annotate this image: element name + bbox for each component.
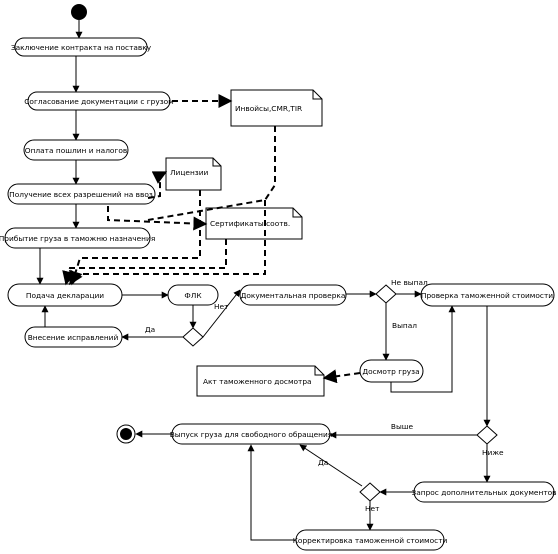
action-value-check-label: Проверка таможенной стоимости <box>421 291 553 300</box>
note-certificates-label: Сертификаты соотв. <box>210 219 290 228</box>
edge-flk-no <box>202 289 241 338</box>
action-inspection-label: Досмотр груза <box>362 367 419 376</box>
action-release-label: Выпуск груза для свободного обращения <box>170 430 333 439</box>
flow-permits-certificates <box>107 206 208 231</box>
action-corrections: Внесение исправлений <box>24 326 123 348</box>
decision-value <box>476 425 498 445</box>
action-corrections-label: Внесение исправлений <box>28 333 119 342</box>
edge-adjust-release <box>247 444 296 541</box>
action-flk-label: ФЛК <box>184 291 202 300</box>
note-certificates: Сертификаты соотв. <box>205 207 303 240</box>
action-agree-docs-label: Согласование документации с грузом <box>24 97 173 106</box>
decision-selected <box>375 284 397 304</box>
flow-permits-licenses <box>147 171 168 199</box>
edge-inspection-valuecheck <box>390 305 456 393</box>
final-node <box>116 424 136 444</box>
action-doc-check-label: Документальная проверка <box>241 291 346 300</box>
action-pay-duties: Оплата пошлин и налогов <box>23 139 129 161</box>
action-release: Выпуск груза для свободного обращения <box>170 423 333 445</box>
action-permits-label: Получение всех разрешений на ввоз <box>9 190 153 199</box>
guard-not-selected: Не выпал <box>391 278 428 287</box>
decision-adjust <box>359 482 381 502</box>
action-declaration-label: Подача декларации <box>26 291 104 300</box>
note-licenses: Лицензии <box>165 157 222 191</box>
action-pay-duties-label: Оплата пошлин и налогов <box>25 146 127 155</box>
action-contract-label: Заключение контракта на поставку <box>11 43 152 52</box>
action-value-check: Проверка таможенной стоимости <box>420 283 555 307</box>
action-permits: Получение всех разрешений на ввоз <box>7 183 156 205</box>
action-flk: ФЛК <box>167 284 219 306</box>
guard-no: Нет <box>214 302 229 311</box>
action-arrival: Прибытие груза в таможню назначения <box>0 227 155 249</box>
flow-certificates-declaration <box>62 239 227 286</box>
action-declaration: Подача декларации <box>7 283 123 307</box>
note-invoice: Инвойсы,CMR,TIR <box>230 89 323 127</box>
action-arrival-label: Прибытие груза в таможню назначения <box>0 234 155 243</box>
initial-node <box>71 4 87 20</box>
note-invoice-label: Инвойсы,CMR,TIR <box>235 104 302 113</box>
action-value-adjust-label: Корректировка таможенной стоимости <box>293 536 448 545</box>
flow-inspection-act <box>322 369 361 384</box>
action-contract: Заключение контракта на поставку <box>11 37 152 57</box>
action-request-docs: Запрос дополнительных документов <box>412 481 557 503</box>
action-agree-docs: Согласование документации с грузом <box>24 91 174 111</box>
edge-adjust-yes <box>299 444 363 487</box>
decision-flk <box>182 327 204 347</box>
note-inspection-act: Акт таможенного досмотра <box>196 365 325 397</box>
action-request-docs-label: Запрос дополнительных документов <box>412 488 557 497</box>
note-inspection-act-label: Акт таможенного досмотра <box>203 377 312 386</box>
guard-higher: Выше <box>391 422 414 431</box>
guard-no2: Нет <box>365 504 380 513</box>
action-value-adjust: Корректировка таможенной стоимости <box>293 529 448 551</box>
guard-yes: Да <box>145 325 155 334</box>
action-doc-check: Документальная проверка <box>239 284 347 306</box>
guard-yes2: Да <box>318 458 328 467</box>
guard-lower: Ниже <box>482 448 504 457</box>
action-inspection: Досмотр груза <box>359 359 424 383</box>
guard-selected: Выпал <box>392 321 417 330</box>
note-licenses-label: Лицензии <box>170 168 209 177</box>
